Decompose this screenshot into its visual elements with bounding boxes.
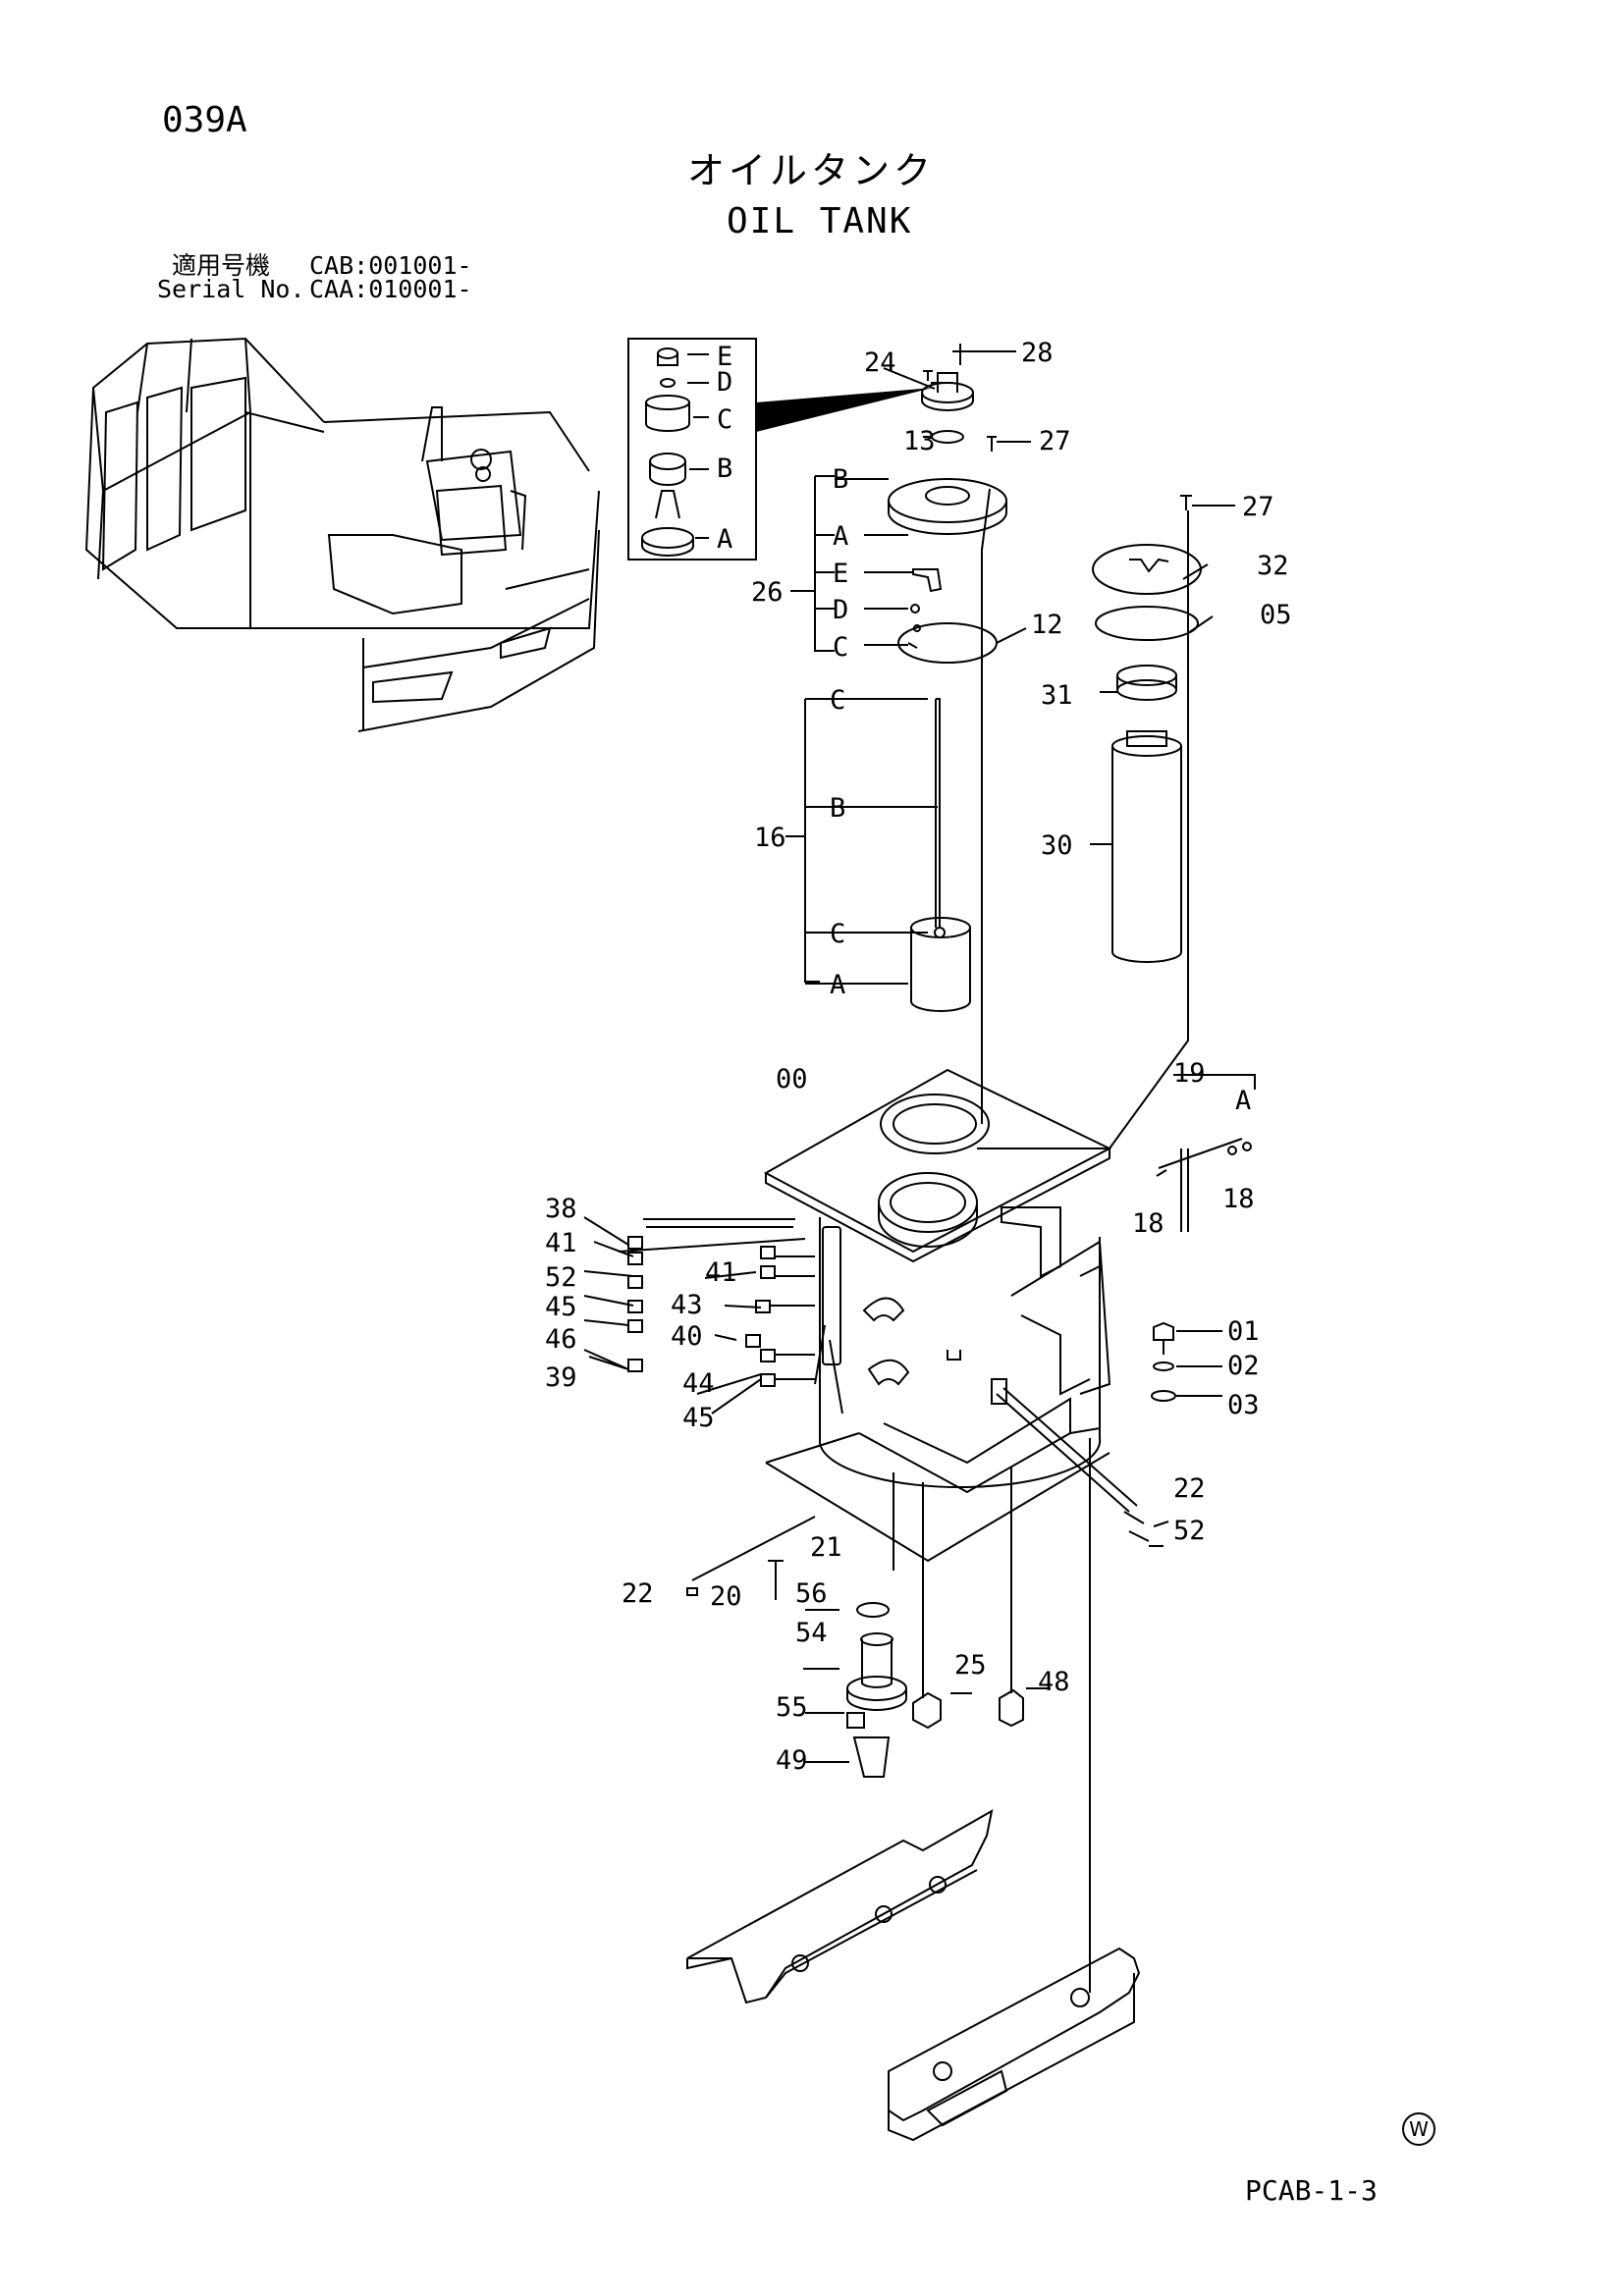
- group-16-letter-c-bottom: C: [830, 919, 845, 949]
- title-japanese: オイルタンク: [687, 149, 936, 192]
- inset-label-a: A: [717, 524, 732, 555]
- group-16-letter-c-top: C: [830, 685, 845, 716]
- inset-label-b: B: [717, 454, 732, 484]
- group-16-number: 16: [754, 823, 786, 853]
- group-26-letter-b: B: [833, 464, 848, 495]
- label-32: 32: [1257, 551, 1289, 581]
- group-26-letter-e: E: [833, 559, 848, 589]
- serial-value-cab: CAB:001001-: [309, 251, 472, 280]
- base-frame: [686, 1809, 1141, 2142]
- oil-tank-body: [763, 1068, 1138, 1563]
- serial-label-english: Serial No.: [157, 275, 305, 303]
- group-26-number: 26: [751, 577, 784, 608]
- label-02: 02: [1227, 1351, 1260, 1381]
- page-reference: PCAB-1-3: [1245, 2174, 1378, 2207]
- label-30: 30: [1041, 830, 1073, 861]
- serial-value-caa: CAA:010001-: [309, 275, 472, 303]
- filter-assembly: [977, 495, 1235, 1149]
- inset-label-d: D: [717, 367, 732, 398]
- label-22-b: 22: [622, 1578, 654, 1609]
- label-56: 56: [795, 1578, 828, 1609]
- label-52-a: 52: [545, 1262, 577, 1293]
- label-27-b: 27: [1242, 492, 1274, 522]
- label-41-a: 41: [545, 1228, 577, 1258]
- group-26-letter-a: A: [833, 521, 848, 552]
- label-18-a: 18: [1132, 1208, 1164, 1239]
- hardware-01-03: [1151, 1321, 1222, 1402]
- label-12: 12: [1031, 610, 1063, 640]
- inset-label-c: C: [717, 404, 732, 435]
- label-28: 28: [1021, 338, 1054, 368]
- label-49: 49: [776, 1745, 808, 1776]
- group-19-letter-a: A: [1235, 1086, 1251, 1116]
- left-fittings: [583, 1216, 815, 1415]
- title-english: OIL TANK: [727, 201, 913, 241]
- label-20: 20: [710, 1581, 742, 1612]
- label-48: 48: [1038, 1667, 1070, 1697]
- label-31: 31: [1041, 680, 1073, 711]
- label-03: 03: [1227, 1390, 1260, 1420]
- label-27-a: 27: [1039, 426, 1071, 456]
- label-40: 40: [671, 1321, 703, 1352]
- label-52-b: 52: [1173, 1516, 1206, 1546]
- label-45-a: 45: [545, 1292, 577, 1322]
- label-41-b: 41: [705, 1257, 737, 1288]
- serial-label-japanese: 適用号機: [172, 251, 271, 280]
- group-26-letter-c: C: [833, 632, 848, 663]
- label-01: 01: [1227, 1316, 1260, 1347]
- group-16-letter-a: A: [830, 970, 845, 1000]
- label-54: 54: [795, 1618, 828, 1648]
- cap-assembly: [790, 344, 1031, 1124]
- label-22-a: 22: [1173, 1473, 1206, 1504]
- inset-detail-24: [627, 338, 933, 561]
- label-05: 05: [1260, 600, 1292, 630]
- inset-label-e: E: [717, 342, 732, 372]
- label-00: 00: [776, 1064, 808, 1095]
- label-45-b: 45: [682, 1403, 715, 1433]
- drain-parts: [686, 1438, 1169, 1993]
- label-24: 24: [864, 347, 896, 378]
- label-21: 21: [810, 1532, 842, 1563]
- label-18-b: 18: [1222, 1184, 1255, 1214]
- label-13: 13: [903, 426, 936, 456]
- label-39: 39: [545, 1362, 577, 1393]
- page-code: 039A: [162, 100, 247, 140]
- label-25: 25: [954, 1650, 987, 1681]
- label-43: 43: [671, 1290, 703, 1320]
- callout-labels: E D C B A 24 28 13 27 27 32 12 05 31 30 …: [545, 338, 1292, 1776]
- excavator-location-sketch: [84, 337, 600, 732]
- group-26-letter-d: D: [833, 595, 848, 625]
- stay-19: [1156, 1074, 1256, 1232]
- label-44: 44: [682, 1368, 715, 1399]
- label-46: 46: [545, 1324, 577, 1355]
- label-38: 38: [545, 1194, 577, 1224]
- group-19-number: 19: [1173, 1058, 1206, 1089]
- label-55: 55: [776, 1692, 808, 1723]
- group-16-letter-b: B: [830, 793, 845, 824]
- w-mark: W: [1402, 2112, 1435, 2146]
- level-gauge-16: [785, 698, 971, 1012]
